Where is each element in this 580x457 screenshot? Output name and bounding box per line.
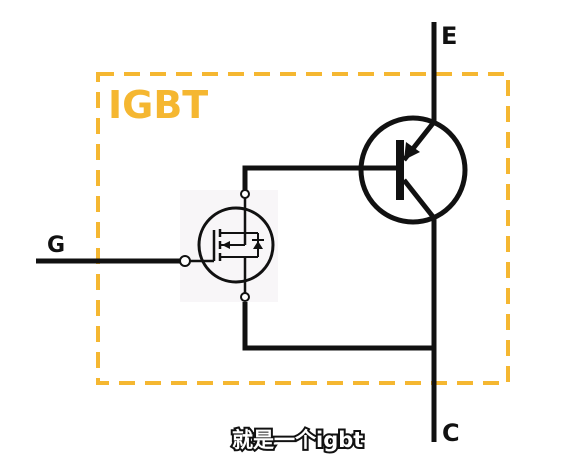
mosfet-body-circle bbox=[197, 206, 275, 284]
bjt-emitter-arrow bbox=[404, 142, 420, 160]
caption-text: 就是一个igbt bbox=[232, 428, 363, 452]
gate-terminal-dot bbox=[179, 255, 191, 267]
base-wire bbox=[242, 165, 400, 192]
igbt-block-outline bbox=[96, 72, 510, 385]
igbt-block-label: IGBT bbox=[108, 83, 208, 127]
terminal-label-collector: C bbox=[442, 419, 460, 447]
terminal-label-gate: G bbox=[47, 233, 65, 258]
bjt-collector-arm bbox=[402, 178, 436, 220]
mosfet-source-wire bbox=[242, 298, 434, 351]
mosfet-body-arrow bbox=[222, 241, 230, 249]
terminal-label-emitter: E bbox=[441, 22, 457, 50]
mosfet-bottom-terminal-dot bbox=[240, 292, 250, 302]
mosfet-diode-triangle bbox=[253, 241, 263, 249]
mosfet-top-terminal-dot bbox=[240, 189, 250, 199]
mosfet-transistor bbox=[179, 189, 278, 302]
